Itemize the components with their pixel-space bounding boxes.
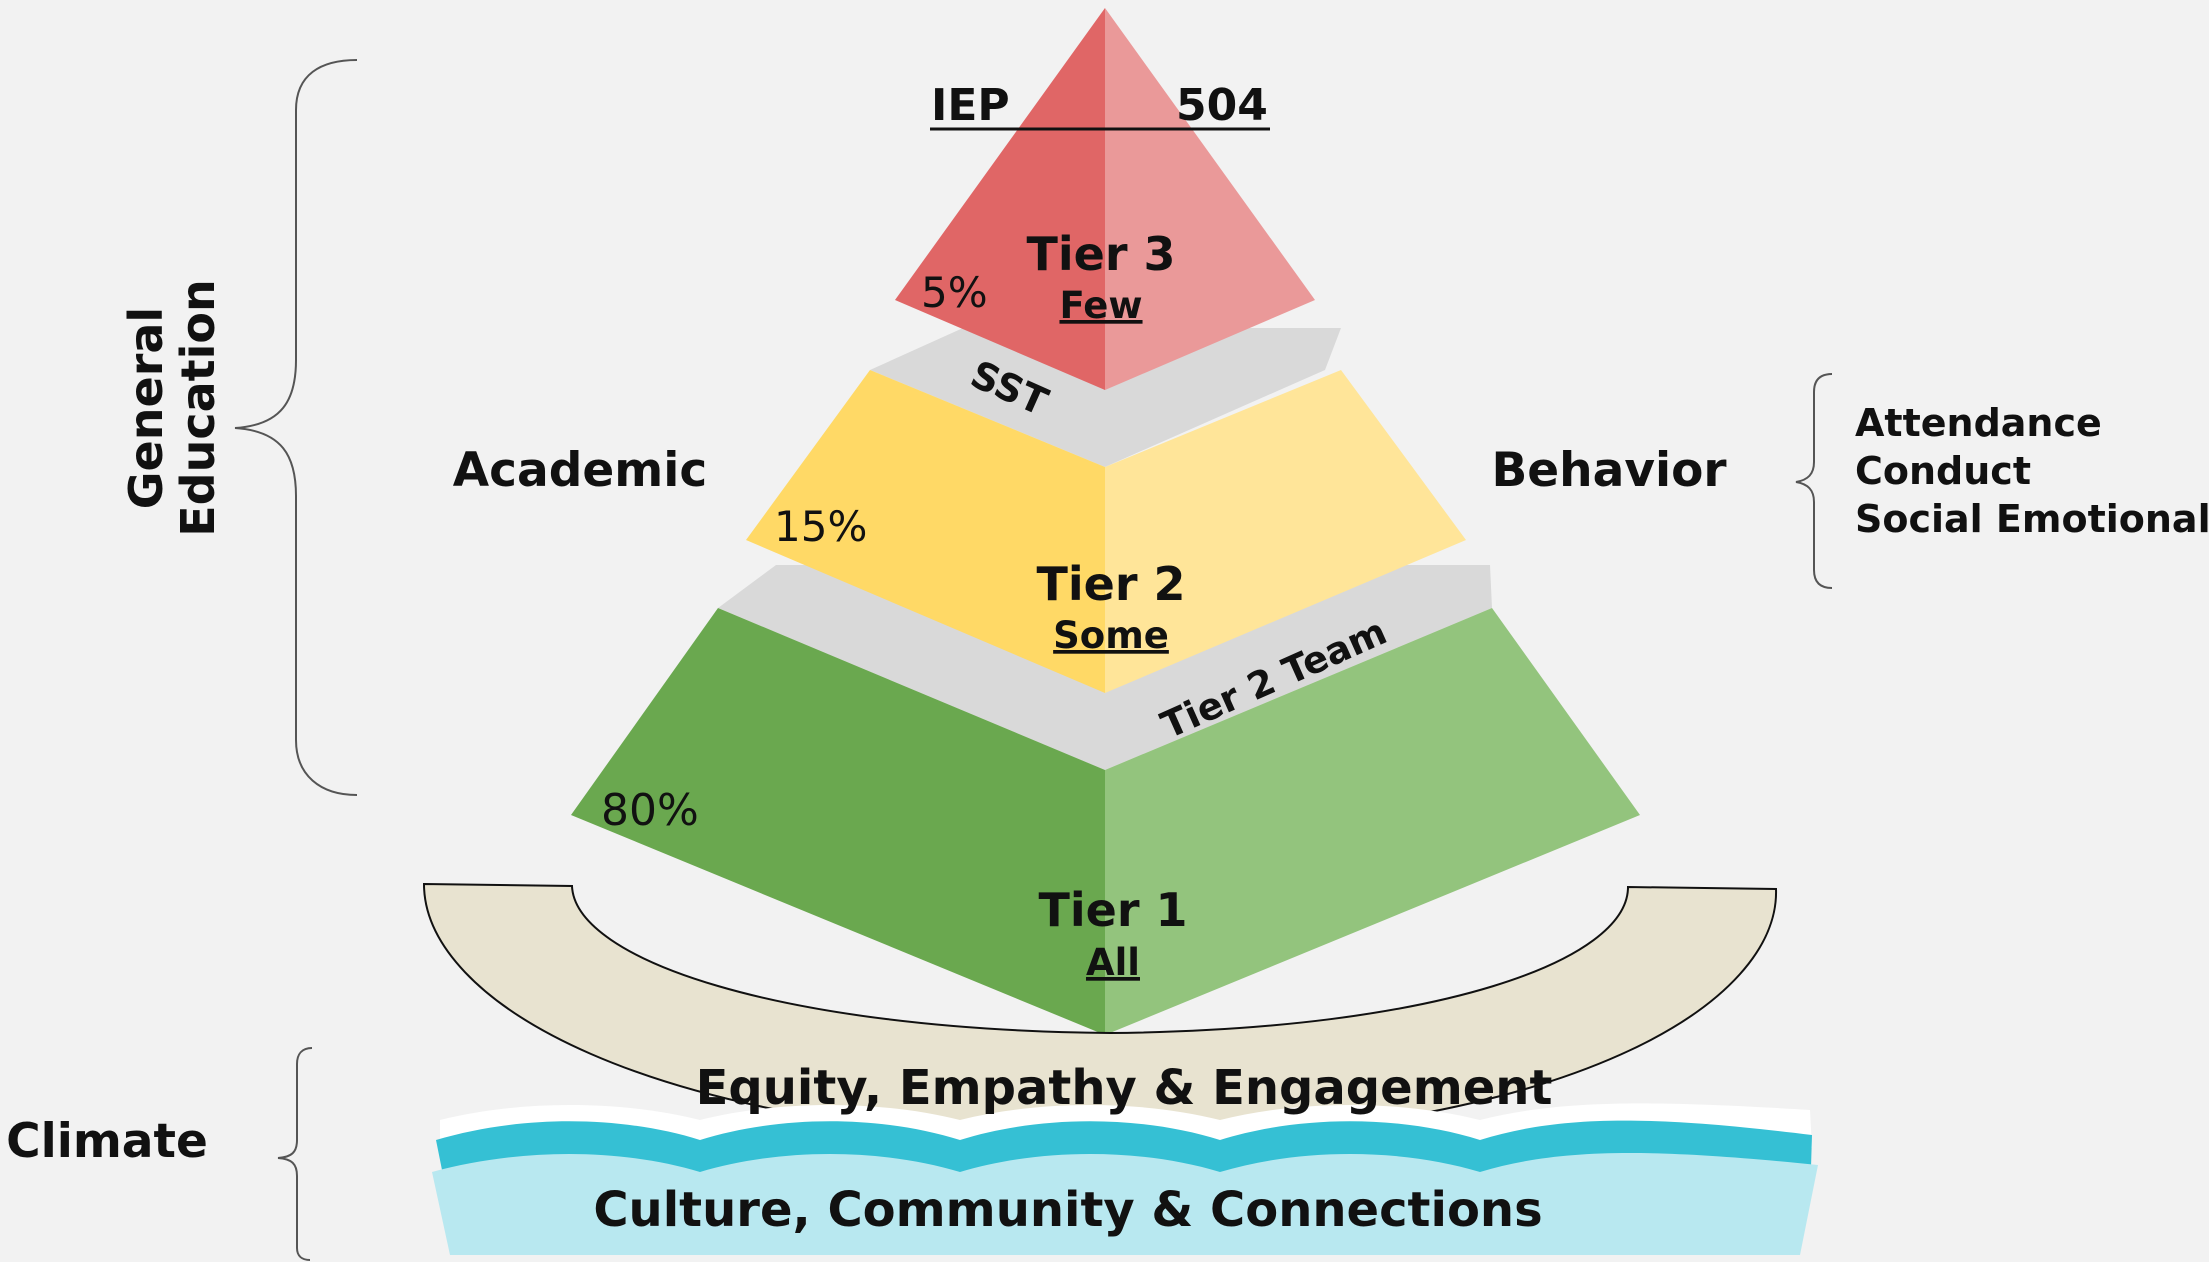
tier3-reach: Few (1059, 284, 1142, 327)
general-education-label: General Education (119, 279, 225, 537)
climate-label: Climate (6, 1114, 208, 1169)
tier1-right-face (1105, 608, 1640, 1035)
bowl-text: Equity, Empathy & Engagement (696, 1060, 1553, 1116)
water-waves-light (432, 1153, 1818, 1255)
tier3-percent: 5% (921, 268, 988, 317)
behavior-item-attendance: Attendance (1855, 401, 2102, 445)
tier2-reach: Some (1053, 614, 1169, 657)
tier1-percent: 80% (601, 785, 699, 836)
tier3-right-face (1105, 8, 1315, 390)
tier3-name: Tier 3 (1026, 227, 1175, 281)
tier2-name: Tier 2 (1036, 557, 1185, 611)
behavior-items-bracket (1795, 373, 1833, 589)
tier1-name: Tier 1 (1038, 883, 1187, 937)
sst-connector-band (870, 328, 1341, 467)
behavior-item-social-emotional: Social Emotional (1855, 497, 2209, 541)
behavior-item-conduct: Conduct (1855, 449, 2031, 493)
tier3-left-face (895, 8, 1105, 390)
tier1-reach: All (1086, 941, 1140, 984)
behavior-label: Behavior (1491, 443, 1727, 498)
504-label: 504 (1176, 80, 1268, 131)
general-education-line-2: Education (171, 279, 225, 537)
general-education-bracket (234, 59, 358, 796)
climate-bracket (277, 1047, 313, 1261)
general-education-line-1: General (119, 307, 173, 509)
tier2-percent: 15% (774, 502, 867, 551)
foundation-bowl (422, 882, 1778, 1144)
academic-label: Academic (453, 443, 707, 498)
iep-label: IEP (931, 80, 1010, 131)
tier2-right-face (1105, 370, 1466, 693)
water-text: Culture, Community & Connections (593, 1182, 1542, 1238)
tier1-left-face (571, 608, 1105, 1035)
tier2-left-face (746, 370, 1105, 693)
